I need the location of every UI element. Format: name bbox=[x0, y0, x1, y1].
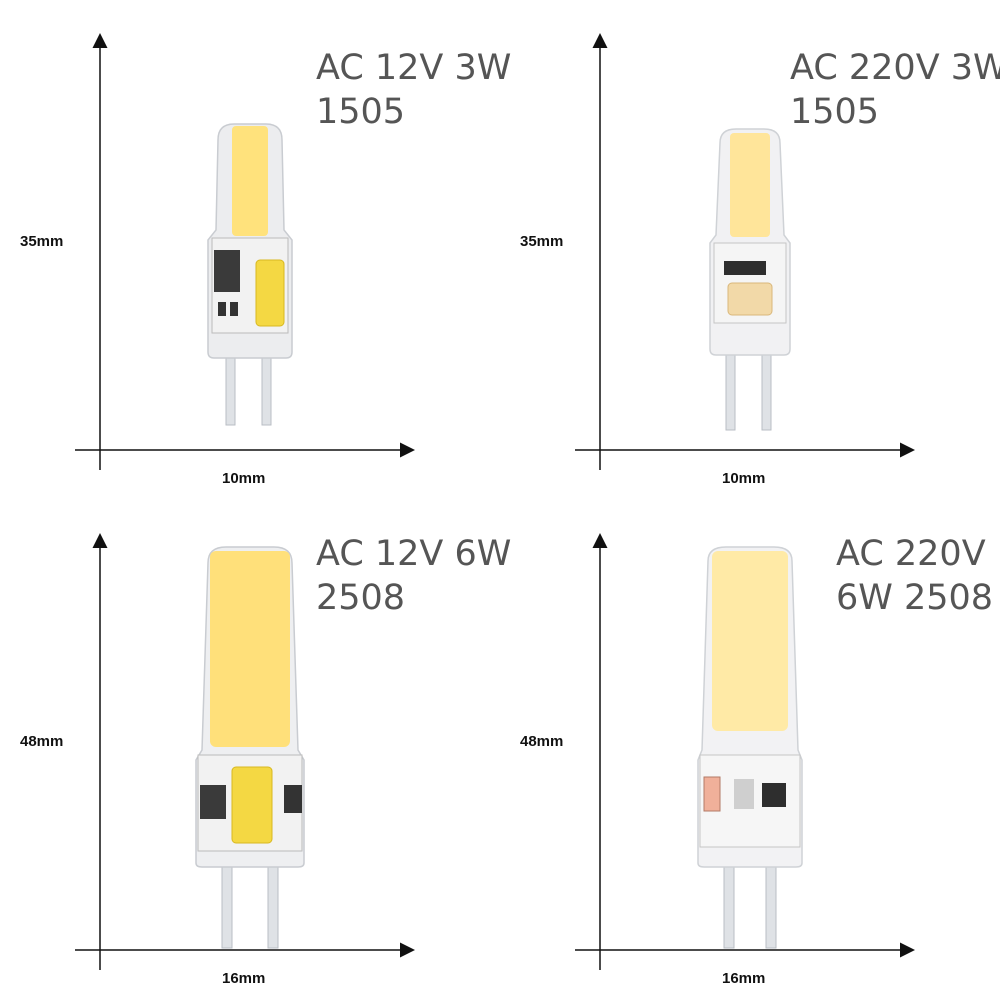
dimension-axes bbox=[75, 533, 415, 970]
spec-text: AC 12V 6W 2508 bbox=[316, 532, 511, 620]
height-label: 35mm bbox=[520, 233, 564, 250]
width-label: 16mm bbox=[722, 970, 766, 987]
product-panel-12v-3w: 35mm 10mm AC 12V 3W 1505 bbox=[0, 0, 511, 500]
product-panel-220v-6w: 48mm 16mm AC 220V 6W 2508 bbox=[500, 500, 1000, 1000]
spec-line-1: AC 220V bbox=[836, 534, 986, 574]
g4-led-bulb-image bbox=[195, 546, 305, 949]
g4-led-bulb-image bbox=[697, 546, 803, 949]
spec-line-1: AC 12V 6W bbox=[316, 534, 512, 574]
width-label: 16mm bbox=[222, 970, 266, 987]
spec-text: AC 220V 6W 2508 bbox=[836, 532, 993, 620]
product-panel-12v-6w: 48mm 16mm AC 12V 6W 2508 bbox=[0, 500, 511, 1000]
g4-led-bulb-image bbox=[207, 123, 293, 426]
dimension-axes bbox=[575, 33, 915, 470]
width-label: 10mm bbox=[222, 470, 266, 487]
height-label: 35mm bbox=[20, 233, 64, 250]
spec-line-2: 2508 bbox=[316, 578, 406, 618]
height-label: 48mm bbox=[520, 733, 564, 750]
spec-text: AC 220V 3W 1505 bbox=[790, 46, 1000, 134]
spec-line-2: 1505 bbox=[790, 92, 880, 132]
spec-text: AC 12V 3W 1505 bbox=[316, 46, 511, 134]
g4-led-bulb-image bbox=[709, 128, 791, 431]
product-panel-220v-3w: 35mm 10mm AC 220V 3W 1505 bbox=[500, 0, 1000, 500]
height-label: 48mm bbox=[20, 733, 64, 750]
spec-line-2: 6W 2508 bbox=[836, 578, 994, 618]
dimension-axes bbox=[75, 33, 415, 470]
spec-line-1: AC 220V 3W bbox=[790, 48, 1000, 88]
spec-line-1: AC 12V 3W bbox=[316, 48, 512, 88]
spec-line-2: 1505 bbox=[316, 92, 406, 132]
dimension-axes bbox=[575, 533, 915, 970]
width-label: 10mm bbox=[722, 470, 766, 487]
